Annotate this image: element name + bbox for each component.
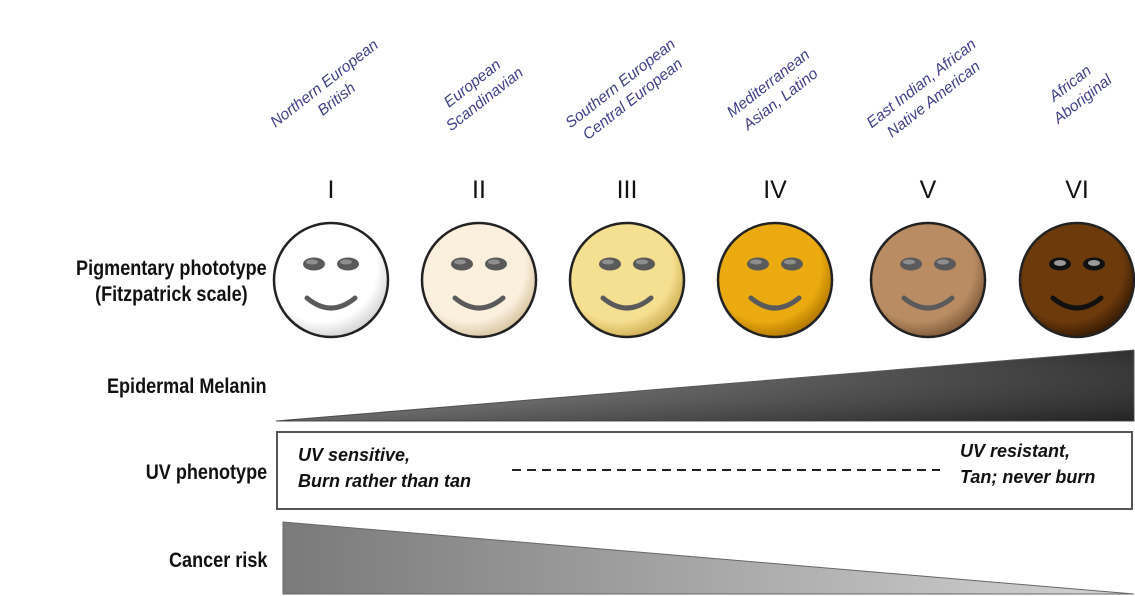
phototype-column-5: East Indian, African Native American V — [853, 0, 1003, 360]
phototype-label: Pigmentary phototype (Fitzpatrick scale) — [76, 256, 267, 308]
face-icon — [1018, 221, 1135, 339]
face-circle — [869, 221, 987, 339]
phototype-column-4: Mediterranean Asian, Latino IV — [700, 0, 850, 360]
melanin-label: Epidermal Melanin — [107, 375, 267, 398]
phototype-numeral: VI — [1065, 176, 1089, 204]
uv-phenotype-box — [276, 431, 1133, 510]
smile — [452, 295, 506, 311]
face-circle — [716, 221, 834, 339]
phototype-label-line1: Pigmentary phototype — [76, 257, 267, 280]
face-icon — [716, 221, 834, 339]
phototype-numeral: III — [616, 176, 638, 204]
smile — [600, 295, 654, 311]
phototype-column-1: Northern European British I — [256, 0, 406, 360]
smile — [901, 295, 955, 311]
face-icon — [869, 221, 987, 339]
cancer-risk-triangle — [282, 521, 1135, 595]
smile — [748, 295, 802, 311]
phototype-numeral: I — [327, 176, 335, 204]
phototype-numeral: V — [919, 176, 937, 204]
uv-phenotype-label: UV phenotype — [145, 461, 267, 484]
phototype-column-6: African Aboriginal VI — [1002, 0, 1135, 360]
smile — [304, 295, 358, 311]
face-circle — [1018, 221, 1135, 339]
cancer-risk-label: Cancer risk — [168, 549, 267, 572]
uv-sensitive-text: UV sensitive, Burn rather than tan — [298, 442, 471, 494]
phototype-numeral: IV — [763, 176, 787, 204]
uv-resistant-line1: UV resistant, — [960, 441, 1071, 461]
phototype-numeral: II — [472, 176, 486, 204]
smile — [1050, 295, 1104, 311]
uv-sensitive-line2: Burn rather than tan — [298, 471, 472, 491]
face-icon — [568, 221, 686, 339]
phototype-label-line2: (Fitzpatrick scale) — [95, 283, 248, 306]
uv-resistant-line2: Tan; never burn — [960, 467, 1096, 487]
face-circle — [272, 221, 390, 339]
phototype-column-2: European Scandinavian II — [404, 0, 554, 360]
face-icon — [272, 221, 390, 339]
uv-sensitive-line1: UV sensitive, — [298, 445, 411, 465]
phototype-column-3: Southern European Central European III — [552, 0, 702, 360]
face-icon — [420, 221, 538, 339]
melanin-triangle-shade — [276, 350, 1134, 421]
face-circle — [568, 221, 686, 339]
uv-resistant-text: UV resistant, Tan; never burn — [960, 438, 1095, 490]
face-circle — [420, 221, 538, 339]
